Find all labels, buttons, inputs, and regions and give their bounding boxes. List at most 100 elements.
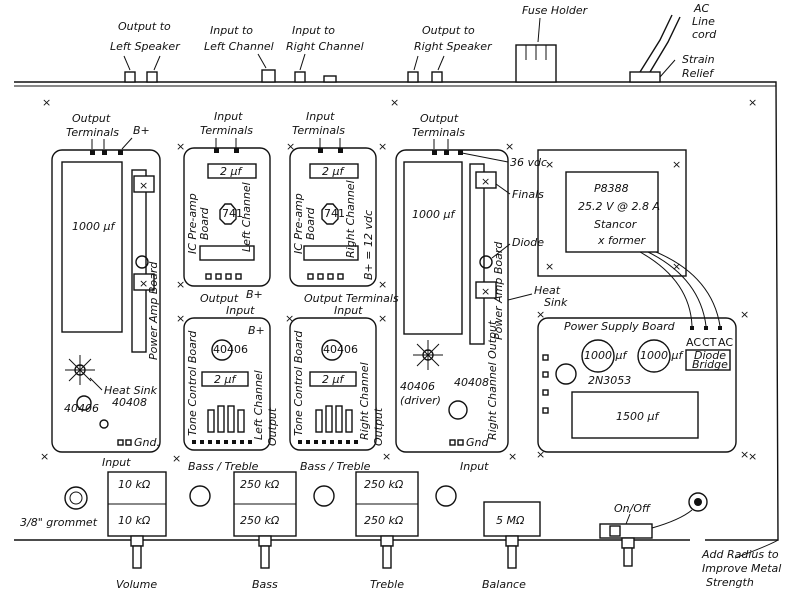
label-output-tc-right: Output	[372, 407, 385, 446]
label-bplus-tc: B+	[248, 324, 265, 337]
left-power-amp-board: × ×	[51, 149, 161, 453]
label-relief: Relief	[682, 67, 715, 80]
label-input-left-bottom: Input	[102, 456, 131, 469]
label-treble: Treble	[370, 578, 404, 591]
label-1000uf-right: 1000 μf	[412, 208, 456, 221]
label-ct: CT	[702, 336, 717, 349]
label-2uf-b: 2 μf	[322, 165, 345, 178]
power-supply-board	[537, 317, 737, 453]
label-bass-bot: 250 kΩ	[240, 514, 280, 527]
label-741-a: 741	[222, 207, 243, 220]
svg-text:×: ×	[40, 450, 49, 463]
svg-text:×: ×	[481, 175, 490, 188]
label-driver: (driver)	[400, 394, 441, 407]
svg-text:×: ×	[378, 140, 387, 153]
label-input-left-2: Left Channel	[204, 40, 274, 53]
label-preamp-left-channel: Left Channel	[240, 182, 253, 252]
label-power-amp-left: Power Amp Board	[147, 261, 160, 360]
label-gnd-left: Gnd.	[134, 436, 160, 449]
label-heat-sink-right-2: Sink	[544, 296, 568, 309]
label-2uf-a: 2 μf	[220, 165, 243, 178]
svg-text:×: ×	[536, 448, 545, 461]
grommet	[64, 486, 88, 510]
balance-pot	[483, 501, 541, 537]
label-output-right-1: Output to	[422, 24, 475, 37]
label-input-terminals-b-2: Terminals	[292, 124, 345, 137]
label-40408-left: 40408	[112, 396, 147, 409]
label-bplus-mid: B+	[246, 288, 263, 301]
label-2n3053: 2N3053	[588, 374, 631, 387]
label-tone-right-channel: Right Channel	[358, 362, 371, 440]
label-1000uf-left: 1000 μf	[72, 220, 116, 233]
label-preamp-left-1: IC Pre-amp	[186, 193, 199, 254]
rear-connectors	[124, 14, 681, 83]
svg-text:×: ×	[748, 96, 757, 109]
label-diode-bridge-2: Bridge	[692, 358, 728, 371]
label-input-tc-left: Input	[226, 304, 255, 317]
svg-text:×: ×	[176, 312, 185, 325]
right-tone-control-board	[289, 317, 377, 451]
label-preamp-right-channel: Right Channel	[344, 180, 357, 258]
svg-text:×: ×	[672, 260, 681, 273]
label-741-b: 741	[324, 207, 345, 220]
label-input-terminals-a-1: Input	[214, 110, 243, 123]
label-40406-tc-a: 40406	[213, 343, 248, 356]
label-2uf-d: 2 μf	[322, 373, 345, 386]
label-bplus-12vdc: B+ = 12 vdc	[362, 210, 375, 280]
label-input-left-1: Input to	[210, 24, 253, 37]
label-gnd-right: Gnd	[466, 436, 489, 449]
label-output-left-2: Left Speaker	[110, 40, 181, 53]
svg-text:×: ×	[390, 96, 399, 109]
svg-text:×: ×	[748, 450, 757, 463]
label-bplus-left: B+	[133, 124, 150, 137]
label-36vdc: 36 vdc	[510, 156, 547, 169]
label-input-terminals-a-2: Terminals	[200, 124, 253, 137]
label-on-off: On/Off	[614, 502, 651, 515]
mount-hole-c	[435, 485, 457, 507]
svg-text:×: ×	[176, 278, 185, 291]
label-preamp-right-1: IC Pre-amp	[292, 193, 305, 254]
svg-text:×: ×	[139, 179, 148, 192]
label-input-right-2: Right Channel	[286, 40, 364, 53]
label-bass-treble-b: Bass / Treble	[300, 460, 371, 473]
label-input-tc-right: Input	[334, 304, 363, 317]
label-input-terminals-b-1: Input	[306, 110, 335, 123]
svg-text:×: ×	[740, 308, 749, 321]
label-40406-right: 40406	[400, 380, 435, 393]
label-treble-top: 250 kΩ	[364, 478, 404, 491]
label-xformer-type: x former	[597, 234, 647, 247]
svg-text:×: ×	[286, 140, 295, 153]
label-volume-top: 10 kΩ	[118, 478, 151, 491]
label-grommet: 3/8" grommet	[20, 516, 98, 529]
label-diode-bridge-1: Diode	[694, 349, 726, 362]
label-output-mid-left: Output	[200, 292, 239, 305]
label-output-tc-left: Output	[266, 407, 279, 446]
label-40406-left: 40406	[64, 402, 99, 415]
label-1500uf: 1500 μf	[616, 410, 660, 423]
label-output-right-2: Right Speaker	[414, 40, 493, 53]
label-40406-tc-b: 40406	[323, 343, 358, 356]
left-tone-control-board	[183, 317, 271, 451]
label-xformer-model: P8388	[594, 182, 629, 195]
label-output-terminals-right-2: Terminals	[412, 126, 465, 139]
label-input-right-1: Input to	[292, 24, 335, 37]
label-preamp-left-2: Board	[198, 206, 211, 240]
mount-hole-b	[313, 485, 335, 507]
label-heat-sink-left: Heat Sink	[104, 384, 158, 397]
label-treble-bot: 250 kΩ	[364, 514, 404, 527]
svg-text:×: ×	[545, 260, 554, 273]
label-preamp-right-2: Board	[304, 206, 317, 240]
label-ac-a: AC	[686, 336, 701, 349]
right-preamp-board	[289, 147, 377, 287]
label-diode: Diode	[512, 236, 544, 249]
label-ac-b: AC	[718, 336, 733, 349]
label-strain: Strain	[682, 53, 715, 66]
label-output-left-1: Output to	[118, 20, 171, 33]
label-tone-left-channel: Left Channel	[252, 370, 265, 440]
svg-text:×: ×	[740, 448, 749, 461]
label-xformer-brand: Stancor	[594, 218, 638, 231]
svg-text:×: ×	[285, 312, 294, 325]
label-add-radius-1: Add Radius to	[701, 548, 779, 561]
left-preamp-board	[183, 147, 271, 287]
label-balance-pot: 5 MΩ	[496, 514, 525, 527]
